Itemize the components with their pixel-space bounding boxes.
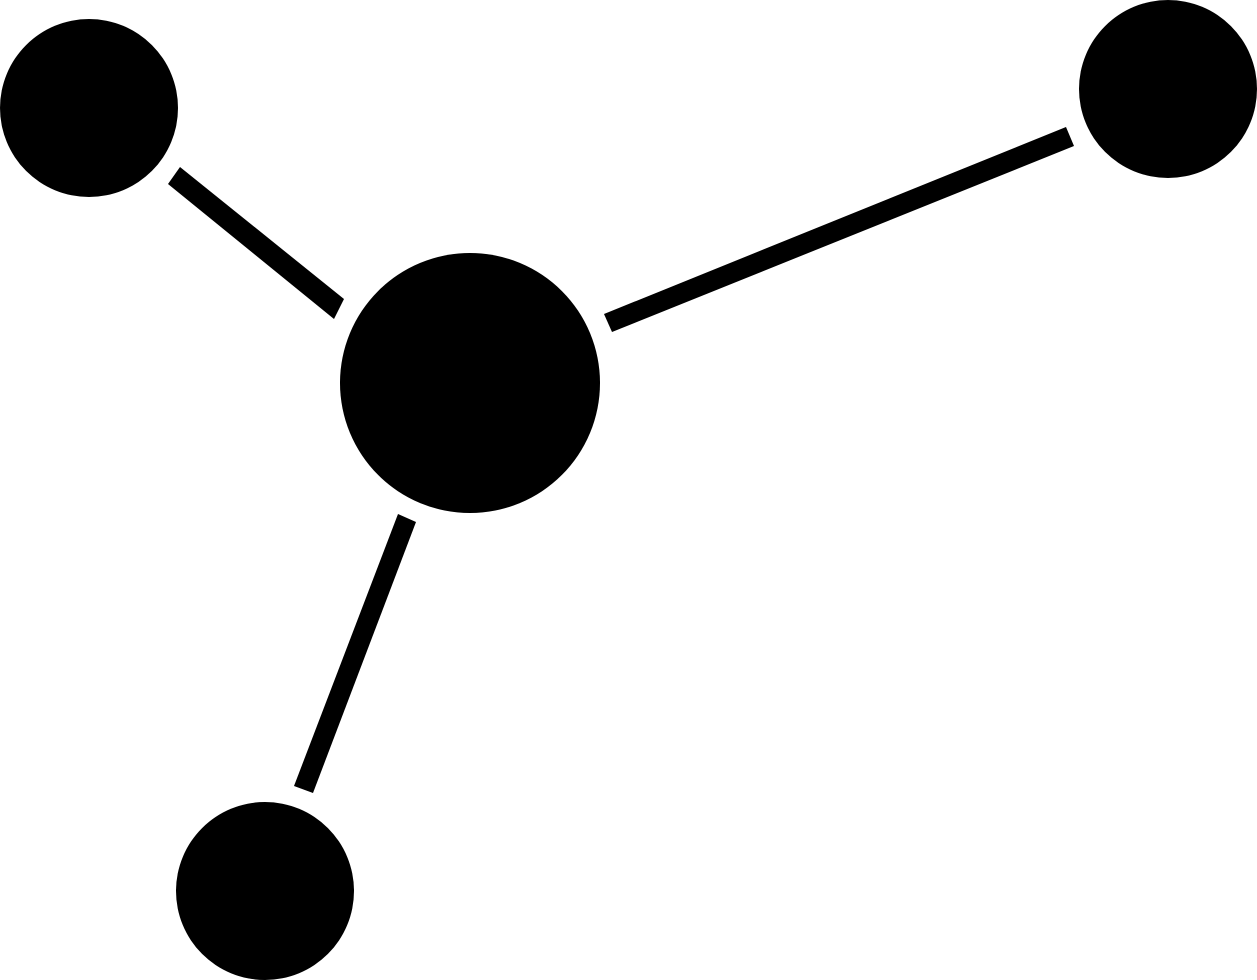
bond-top-left xyxy=(168,167,344,319)
bottom-node xyxy=(176,802,354,980)
bond-lines xyxy=(168,127,1074,793)
bond-bottom xyxy=(294,514,416,793)
center-node xyxy=(340,253,600,513)
bond-top-right xyxy=(604,127,1074,332)
top-left-node xyxy=(0,19,178,197)
top-right-node xyxy=(1079,0,1257,178)
